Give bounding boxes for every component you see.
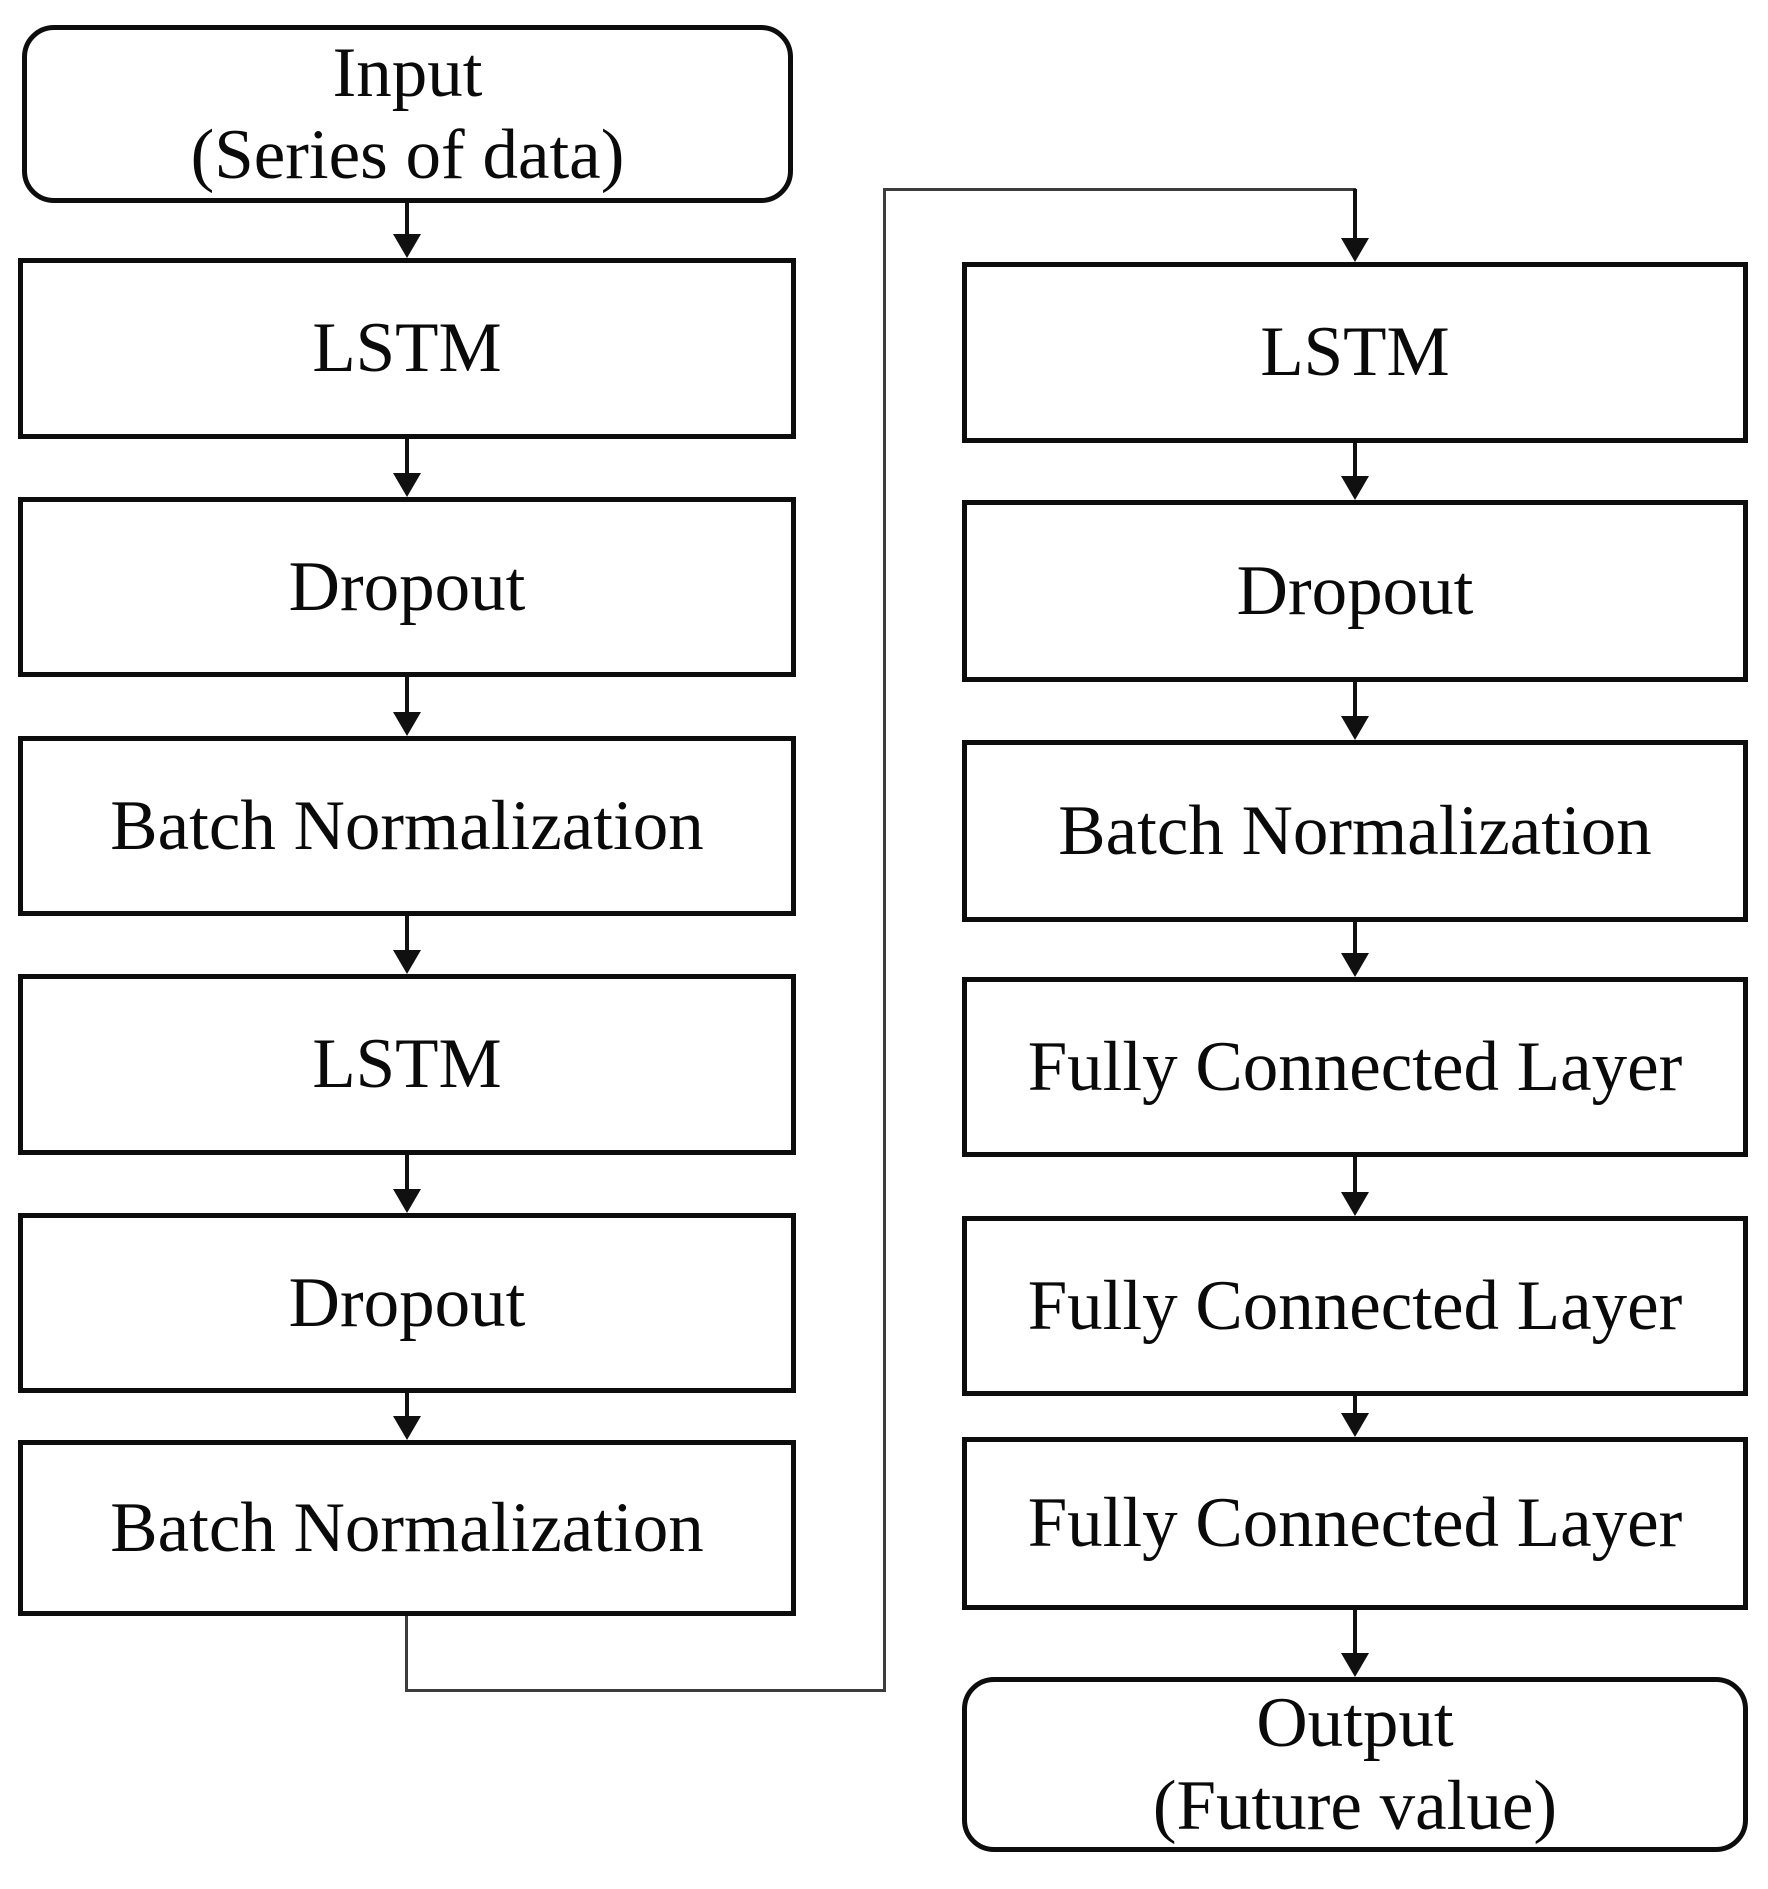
arrow-down-icon [393,1393,421,1440]
node-label: Fully Connected Layer [1027,1027,1683,1106]
connector-segment-down [405,1616,408,1692]
node-input: Input (Series of data) [22,25,793,203]
arrow-down-icon [393,677,421,736]
arrow-down-icon [1341,443,1369,500]
node-label: Dropout [1236,551,1474,630]
arrow-down-icon [393,203,421,258]
node-fully-connected-layer-3: Fully Connected Layer [962,1437,1748,1610]
node-right-dropout: Dropout [962,500,1748,682]
connector-arrow-down-icon [1341,189,1369,262]
node-left-lstm-2: LSTM [18,974,796,1155]
node-label: Dropout [288,547,526,626]
node-label: LSTM [312,309,502,388]
connector-segment-bottom [405,1689,886,1692]
node-left-batch-normalization-2: Batch Normalization [18,1440,796,1616]
arrow-down-icon [393,439,421,497]
node-left-dropout-1: Dropout [18,497,796,677]
node-label: Batch Normalization [1058,791,1652,870]
node-left-batch-normalization-1: Batch Normalization [18,736,796,916]
node-label: LSTM [312,1025,502,1104]
node-fully-connected-layer-2: Fully Connected Layer [962,1216,1748,1396]
arrow-down-icon [1341,1396,1369,1437]
arrow-down-icon [393,1155,421,1213]
node-input-line2: (Series of data) [190,116,625,194]
arrow-down-icon [1341,922,1369,977]
arrow-down-icon [1341,1157,1369,1216]
node-label: Batch Normalization [110,1488,704,1567]
node-right-batch-normalization: Batch Normalization [962,740,1748,922]
connector-segment-top [883,188,1356,191]
node-label: LSTM [1260,313,1450,392]
arrow-down-icon [393,916,421,974]
node-fully-connected-layer-1: Fully Connected Layer [962,977,1748,1157]
connector-segment-vertical [883,188,886,1692]
node-label: Batch Normalization [110,786,704,865]
node-right-lstm: LSTM [962,262,1748,443]
node-output-line2: (Future value) [1152,1766,1558,1845]
node-output: Output (Future value) [962,1677,1748,1852]
node-left-dropout-2: Dropout [18,1213,796,1393]
node-label: Dropout [288,1263,526,1342]
node-label: Fully Connected Layer [1027,1266,1683,1345]
node-input-line1: Input [332,33,483,112]
arrow-down-icon [1341,1610,1369,1677]
arrow-down-icon [1341,682,1369,740]
node-left-lstm-1: LSTM [18,258,796,439]
node-label: Fully Connected Layer [1027,1484,1683,1563]
node-output-line1: Output [1256,1684,1454,1763]
